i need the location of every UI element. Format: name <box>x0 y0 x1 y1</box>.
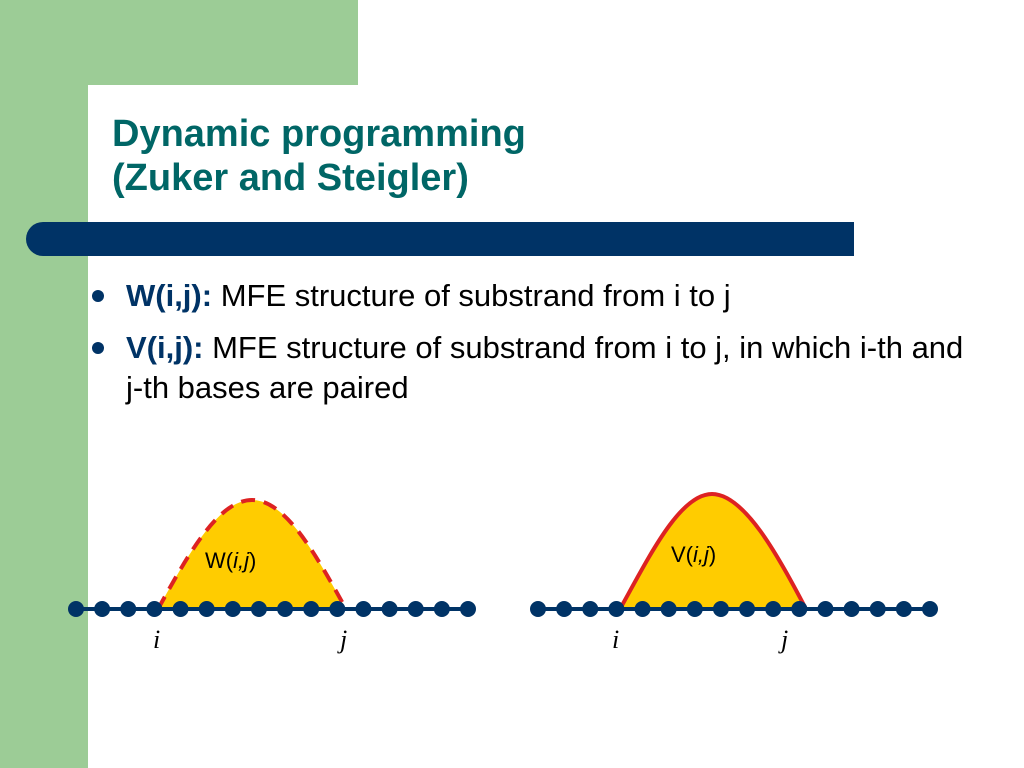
v-strand-bases <box>530 601 938 617</box>
w-base-12 <box>355 601 372 617</box>
diagram-w: W(i,j) i j <box>68 497 476 654</box>
v-arc-fill <box>620 494 806 609</box>
title-line-1: Dynamic programming <box>112 113 526 155</box>
w-base-15 <box>433 601 450 617</box>
w-base-8 <box>250 601 267 617</box>
v-i-label: i <box>612 625 619 654</box>
bullet-text: MFE structure of substrand from i to j <box>212 278 731 313</box>
bullet-dot-icon <box>92 290 104 302</box>
w-base-11 <box>329 601 346 617</box>
w-base-9 <box>277 601 294 617</box>
bullet-list: W(i,j): MFE structure of substrand from … <box>86 276 986 420</box>
v-base-8 <box>712 601 729 617</box>
w-base-6 <box>198 601 215 617</box>
w-arc-fill <box>158 500 346 609</box>
w-label-var: i,j <box>233 548 250 573</box>
w-j-label: j <box>337 625 347 654</box>
title-line-2: (Zuker and Steigler) <box>112 157 469 199</box>
v-base-12 <box>817 601 834 617</box>
v-j-label: j <box>778 625 788 654</box>
w-label: W(i,j) <box>205 548 256 573</box>
v-base-11 <box>791 601 808 617</box>
w-base-14 <box>407 601 424 617</box>
w-strand-bases <box>68 601 476 617</box>
w-arc-outline <box>156 497 348 610</box>
v-base-15 <box>895 601 912 617</box>
v-base-1 <box>530 601 546 617</box>
bullet-item-v: V(i,j): MFE structure of substrand from … <box>86 328 986 408</box>
bullet-dot-icon <box>92 342 104 354</box>
v-base-10 <box>765 601 782 617</box>
v-base-13 <box>843 601 860 617</box>
w-base-1 <box>68 601 84 617</box>
v-base-3 <box>582 601 599 617</box>
v-arc-outline <box>618 491 808 610</box>
v-label-prefix: V( <box>671 542 694 567</box>
v-base-2 <box>556 601 573 617</box>
slide-title: Dynamic programming (Zuker and Steigler) <box>112 112 526 200</box>
bullet-term: V(i,j): <box>126 330 204 365</box>
w-label-prefix: W( <box>205 548 234 573</box>
w-base-10 <box>303 601 320 617</box>
top-green-band <box>0 0 358 85</box>
diagram-v: V(i,j) i j <box>530 491 938 654</box>
v-label-var: i,j <box>693 542 710 567</box>
rounded-corner <box>88 85 208 205</box>
v-base-5 <box>634 601 651 617</box>
v-base-6 <box>660 601 677 617</box>
v-base-14 <box>869 601 886 617</box>
w-label-suffix: ) <box>249 548 256 573</box>
title-divider-bar <box>26 222 854 256</box>
v-base-7 <box>686 601 703 617</box>
w-base-7 <box>224 601 241 617</box>
v-label-suffix: ) <box>709 542 716 567</box>
w-base-2 <box>94 601 111 617</box>
bullet-item-w: W(i,j): MFE structure of substrand from … <box>86 276 986 316</box>
v-base-4 <box>608 601 625 617</box>
v-label: V(i,j) <box>671 542 716 567</box>
bullet-term: W(i,j): <box>126 278 213 313</box>
w-base-5 <box>172 601 189 617</box>
bullet-text: MFE structure of substrand from i to j, … <box>126 330 964 405</box>
w-base-3 <box>120 601 137 617</box>
left-green-band <box>0 0 88 768</box>
w-base-13 <box>381 601 398 617</box>
v-base-16 <box>922 601 938 617</box>
w-base-4 <box>146 601 163 617</box>
w-i-label: i <box>153 625 160 654</box>
v-base-9 <box>739 601 756 617</box>
w-base-16 <box>460 601 476 617</box>
